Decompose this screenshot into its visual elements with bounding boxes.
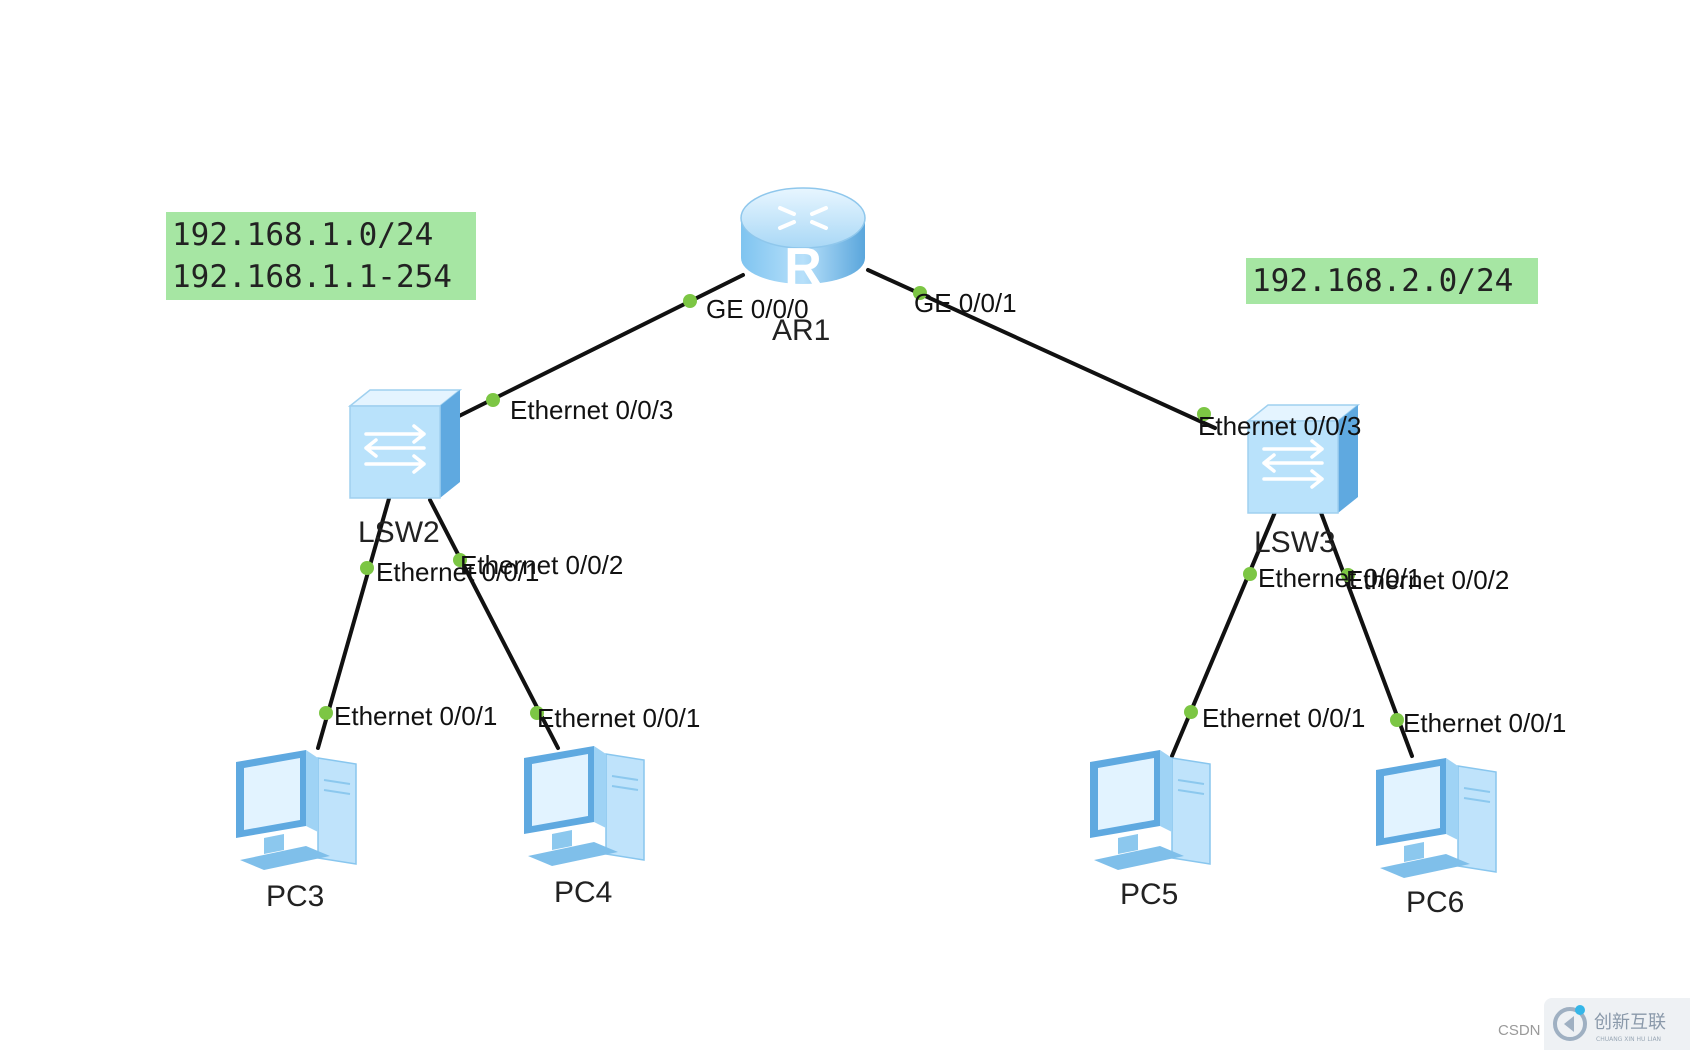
device-label-lsw2: LSW2 [358, 516, 440, 549]
device-label-lsw3: LSW3 [1254, 526, 1336, 559]
brand-logo-icon: 创新互联 CHUANG XIN HU LIAN [1553, 1005, 1666, 1043]
port-dot-lsw2-e002[interactable] [453, 553, 467, 567]
subnet-note-right: 192.168.2.0/24 [1246, 258, 1538, 304]
switch-lsw2[interactable] [342, 388, 463, 500]
port-dot-lsw3-e003[interactable] [1197, 407, 1211, 421]
brand-watermark: 创新互联 CHUANG XIN HU LIAN [1544, 998, 1690, 1050]
device-label-pc3: PC3 [266, 880, 325, 913]
port-label-lsw2-e002: Ethernet 0/0/2 [460, 550, 624, 580]
brand-name: 创新互联 [1594, 1012, 1666, 1033]
port-dot-pc5-e001[interactable] [1184, 705, 1198, 719]
device-label-pc4: PC4 [554, 876, 613, 909]
port-label-ar1-ge001: GE 0/0/1 [914, 288, 1017, 318]
pc-icon [236, 750, 357, 870]
port-dot-ar1-ge000[interactable] [683, 294, 697, 308]
pc5[interactable] [1080, 740, 1222, 875]
pc-icon [524, 746, 645, 866]
note-line: 192.168.2.0/24 [1252, 263, 1514, 299]
port-label-pc5-e001: Ethernet 0/0/1 [1202, 703, 1366, 733]
port-label-lsw3-e002: Ethernet 0/0/2 [1346, 565, 1510, 595]
note-line: 192.168.1.0/24 [172, 217, 434, 253]
port-label-lsw2-e003: Ethernet 0/0/3 [510, 395, 674, 425]
device-label-pc6: PC6 [1406, 886, 1465, 919]
subnet-note-left: 192.168.1.0/24 192.168.1.1-254 [166, 212, 476, 300]
port-label-pc6-e001: Ethernet 0/0/1 [1403, 708, 1567, 738]
pc6[interactable] [1366, 748, 1508, 883]
pc-icon [1376, 758, 1497, 878]
port-dot-ar1-ge001[interactable] [913, 286, 927, 300]
device-label-ar1: AR1 [772, 314, 831, 347]
switch-icon [1245, 404, 1361, 514]
port-dot-pc6-e001[interactable] [1390, 713, 1404, 727]
switch-lsw3[interactable] [1240, 403, 1361, 515]
port-dot-lsw2-e003[interactable] [486, 393, 500, 407]
port-dot-pc4-e001[interactable] [530, 706, 544, 720]
router-ar1[interactable]: R [738, 180, 868, 296]
router-glyph: R [784, 238, 822, 292]
port-label-lsw2-e001: Ethernet 0/0/1 [376, 557, 540, 587]
brand-subtitle: CHUANG XIN HU LIAN [1596, 1036, 1661, 1043]
port-dot-lsw2-e001[interactable] [360, 561, 374, 575]
link-lsw2-pc3[interactable] [316, 493, 392, 750]
port-dot-lsw3-e002[interactable] [1341, 568, 1355, 582]
pc-icon [1090, 750, 1211, 870]
router-icon: R [740, 187, 866, 296]
pc3[interactable] [226, 740, 368, 875]
pc4[interactable] [514, 736, 656, 871]
port-label-pc3-e001: Ethernet 0/0/1 [334, 701, 498, 731]
switch-icon [347, 389, 463, 499]
port-label-lsw3-e001: Ethernet 0/0/1 [1258, 563, 1422, 593]
note-line: 192.168.1.1-254 [172, 259, 452, 295]
device-label-pc5: PC5 [1120, 878, 1179, 911]
port-label-pc4-e001: Ethernet 0/0/1 [537, 703, 701, 733]
port-label-lsw3-e003: Ethernet 0/0/3 [1198, 411, 1362, 441]
port-label-ar1-ge000: GE 0/0/0 [706, 294, 809, 324]
port-dot-lsw3-e001[interactable] [1243, 567, 1257, 581]
csdn-watermark: CSDN [1498, 1022, 1541, 1039]
port-dot-pc3-e001[interactable] [319, 706, 333, 720]
